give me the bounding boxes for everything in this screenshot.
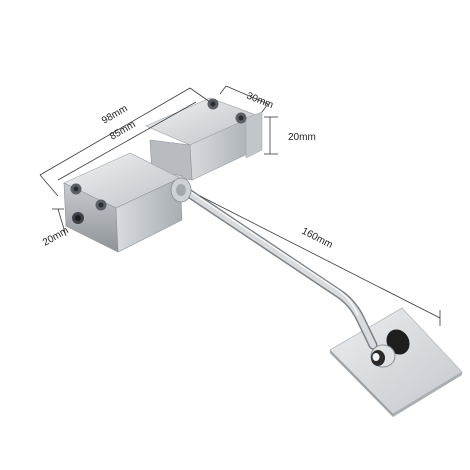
dimension-label-30mm: 30mm [245,91,275,112]
dimension-label-85mm: 85mm [108,119,138,142]
dimension-label-20mm-right: 20mm [288,132,316,143]
dimension-label-20mm-left: 20mm [41,225,71,248]
roller-wheel [370,329,410,368]
dimension-lines [39,85,441,326]
adjustment-screw-icon [72,212,84,224]
closer-body [63,97,263,253]
mounting-hole-icon [207,98,219,110]
arm-rod [173,181,378,350]
mounting-hole-icon [95,199,107,211]
mounting-hole-icon [235,112,247,124]
mounting-plate [329,307,463,417]
dimension-label-160mm: 160mm [300,226,335,251]
mounting-hole-icon [70,183,82,195]
